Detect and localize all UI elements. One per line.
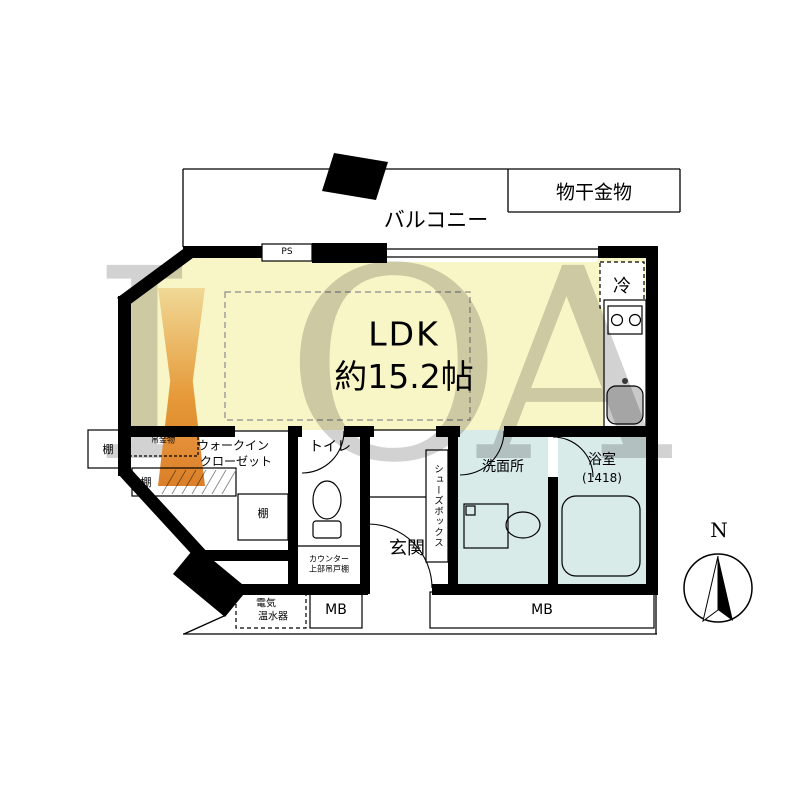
balcony-outline [182,168,681,247]
wall-diagonal-bottomleft [119,466,208,562]
burner-right [628,313,642,327]
wall-entrance-washroom [448,426,458,594]
meter-box-right [429,591,655,629]
faucet [622,378,628,384]
wall-chunk-bottomleft [173,546,248,617]
room-fills [124,252,646,588]
ldk-dashed-zone [224,291,471,421]
washing-machine-corner [465,505,476,516]
meter-box-left [309,591,363,629]
wall-wic-toilet [288,426,298,594]
burner-left [610,313,624,327]
opening-lines [235,429,436,432]
door-arcs [301,430,594,589]
wall-top-left [183,246,262,258]
wall-bottom-b [288,584,368,595]
cooktop [607,305,643,335]
wall-right [646,246,658,594]
toilet-tank [312,520,342,539]
toilet-bowl [312,480,342,520]
balcony-window [387,244,598,262]
wall-top-right [598,246,658,258]
wall-wic-bottom [198,550,288,561]
washroom-floor [458,430,548,588]
shelf-lower-box [237,493,289,541]
bath-door-arc [552,436,594,478]
wall-top-chunk [312,243,387,263]
compass-needle-light [702,555,719,623]
kitchen-sink [606,385,644,425]
compass [683,553,753,623]
wall-bottom-a [236,584,288,595]
wall-chunk-balcony [322,153,388,200]
wall-mid-a [118,426,235,437]
wall-washroom-bath [548,477,558,594]
wall-diagonal-topleft [117,246,194,309]
washroom-door-arc [459,430,505,476]
shoebox-cabinet [425,449,449,563]
washing-machine-pan [463,503,509,549]
ldk-floor [124,252,646,430]
toilet-door-arc [301,430,345,474]
bathtub [561,495,641,577]
wall-mid-e [504,426,658,437]
compass-needle-dark [718,556,733,621]
wall-washroom-bath-top [548,426,558,437]
wall-left [118,296,131,476]
wall-mid-c [344,426,374,437]
water-heater-box [235,591,307,629]
wall-bottom-c [432,584,658,595]
pipe-space-box [261,243,313,262]
entrance-door-arc [367,523,433,589]
wash-basin [505,511,541,539]
bath-floor [558,430,646,588]
bottom-outline [183,594,657,635]
wall-toilet-entrance [360,426,370,594]
